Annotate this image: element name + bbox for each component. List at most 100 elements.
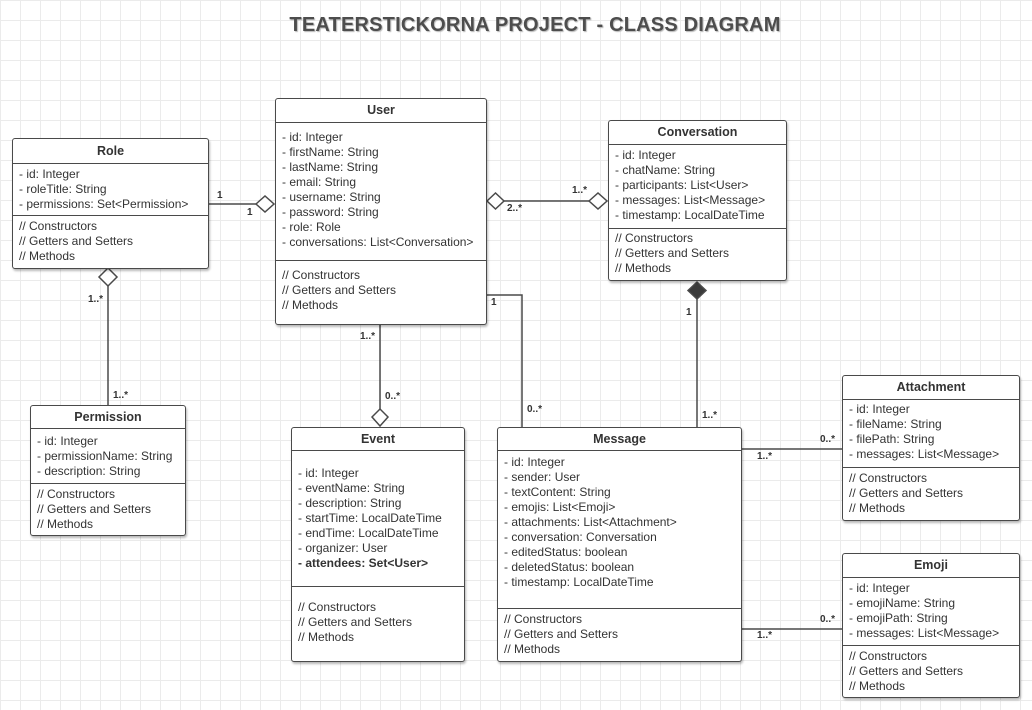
role-attributes: - id: Integer - roleTitle: String - perm… <box>13 164 208 216</box>
permission-class-name: Permission <box>31 406 185 429</box>
user-conversation-left-diamond <box>485 191 506 211</box>
event-attribute: - description: String <box>298 496 402 510</box>
mult-message-attachment-message-end: 1..* <box>757 451 772 462</box>
role-attribute: - permissions: Set<Permission> <box>19 197 189 211</box>
message-operation: // Constructors <box>504 612 583 626</box>
message-attribute: - deletedStatus: boolean <box>504 560 635 574</box>
emoji-operations: // Constructors // Getters and Setters /… <box>843 646 1019 698</box>
conversation-operation: // Getters and Setters <box>615 246 730 260</box>
emoji-attributes: - id: Integer - emojiName: String - emoj… <box>843 578 1019 646</box>
role-class-name: Role <box>13 139 208 164</box>
role-operations: // Constructors // Getters and Setters /… <box>13 216 208 268</box>
conversation-attribute: - participants: List<User> <box>615 178 749 192</box>
mult-message-conversation-conv-end: 1 <box>686 307 692 318</box>
role-class: Role - id: Integer - roleTitle: String -… <box>12 138 209 269</box>
mult-role-user-user-end: 1 <box>247 207 253 218</box>
message-attribute: - textContent: String <box>504 485 611 499</box>
conversation-operations: // Constructors // Getters and Setters /… <box>609 229 786 280</box>
attachment-operation: // Constructors <box>849 471 928 485</box>
permission-attributes: - id: Integer - permissionName: String -… <box>31 429 185 484</box>
message-attribute: - editedStatus: boolean <box>504 545 628 559</box>
conversation-operation: // Constructors <box>615 231 694 245</box>
permission-operation: // Constructors <box>37 487 116 501</box>
emoji-operation: // Constructors <box>849 649 928 663</box>
attachment-class-name: Attachment <box>843 376 1019 400</box>
user-attribute: - email: String <box>282 175 357 189</box>
attachment-attribute: - filePath: String <box>849 432 935 446</box>
event-attribute: - eventName: String <box>298 481 405 495</box>
emoji-attribute: - emojiName: String <box>849 596 956 610</box>
event-attribute: - endTime: LocalDateTime <box>298 526 439 540</box>
attachment-attribute: - fileName: String <box>849 417 942 431</box>
event-attribute: - id: Integer <box>298 466 359 480</box>
message-attribute: - timestamp: LocalDateTime <box>504 575 654 589</box>
attachment-operation: // Methods <box>849 501 906 515</box>
emoji-attribute: - emojiPath: String <box>849 611 948 625</box>
role-operation: // Getters and Setters <box>19 234 134 248</box>
role-operation: // Constructors <box>19 219 98 233</box>
mult-user-message-user-end: 1 <box>491 297 497 308</box>
message-attribute: - emojis: List<Emoji> <box>504 500 616 514</box>
message-class: Message - id: Integer - sender: User - t… <box>497 427 742 662</box>
emoji-class: Emoji - id: Integer - emojiName: String … <box>842 553 1020 698</box>
user-class: User - id: Integer - firstName: String -… <box>275 98 487 325</box>
mult-permission-role-bottom: 1..* <box>113 390 128 401</box>
conversation-composition-diamond <box>686 280 708 301</box>
event-operation: // Getters and Setters <box>298 615 413 629</box>
message-attribute: - id: Integer <box>504 455 565 469</box>
mult-user-event-user-end: 1..* <box>360 331 375 342</box>
event-attribute: - startTime: LocalDateTime <box>298 511 442 525</box>
conversation-attribute: - id: Integer <box>615 148 676 162</box>
conversation-attributes: - id: Integer - chatName: String - parti… <box>609 145 786 229</box>
mult-user-conversation-user-end: 2..* <box>507 203 522 214</box>
emoji-operation: // Getters and Setters <box>849 664 964 678</box>
conversation-operation: // Methods <box>615 261 672 275</box>
attachment-attributes: - id: Integer - fileName: String - fileP… <box>843 400 1019 468</box>
message-attribute: - attachments: List<Attachment> <box>504 515 677 529</box>
role-operation: // Methods <box>19 249 76 263</box>
permission-class: Permission - id: Integer - permissionNam… <box>30 405 186 536</box>
user-attribute: - password: String <box>282 205 379 219</box>
permission-operation: // Getters and Setters <box>37 502 152 516</box>
permission-operations: // Constructors // Getters and Setters /… <box>31 484 185 536</box>
user-attribute: - lastName: String <box>282 160 379 174</box>
user-attribute: - firstName: String <box>282 145 379 159</box>
conversation-class-name: Conversation <box>609 121 786 145</box>
event-attribute: - organizer: User <box>298 541 388 555</box>
user-attribute: - username: String <box>282 190 381 204</box>
event-attributes: - id: Integer - eventName: String - desc… <box>292 451 464 587</box>
event-operation: // Methods <box>298 630 355 644</box>
user-conversation-right-diamond <box>587 191 609 211</box>
event-operations: // Constructors // Getters and Setters /… <box>292 587 464 649</box>
message-attribute: - conversation: Conversation <box>504 530 657 544</box>
emoji-attribute: - id: Integer <box>849 581 910 595</box>
mult-message-conversation-message-end: 1..* <box>702 410 717 421</box>
conversation-attribute: - timestamp: LocalDateTime <box>615 208 765 222</box>
user-attribute: - id: Integer <box>282 130 343 144</box>
role-attribute: - id: Integer <box>19 167 80 181</box>
message-attribute: - sender: User <box>504 470 581 484</box>
user-attributes: - id: Integer - firstName: String - last… <box>276 123 486 261</box>
user-class-name: User <box>276 99 486 123</box>
mult-permission-role-top: 1..* <box>88 294 103 305</box>
event-class-name: Event <box>292 428 464 451</box>
emoji-operation: // Methods <box>849 679 906 693</box>
role-user-aggregation-diamond <box>254 194 276 214</box>
event-aggregation-diamond <box>370 407 390 428</box>
conversation-attribute: - messages: List<Message> <box>615 193 766 207</box>
conversation-class: Conversation - id: Integer - chatName: S… <box>608 120 787 281</box>
message-operation: // Getters and Setters <box>504 627 619 641</box>
event-class: Event - id: Integer - eventName: String … <box>291 427 465 662</box>
message-attributes: - id: Integer - sender: User - textConte… <box>498 451 741 609</box>
attachment-operations: // Constructors // Getters and Setters /… <box>843 468 1019 520</box>
permission-attribute: - permissionName: String <box>37 449 173 463</box>
message-class-name: Message <box>498 428 741 451</box>
event-operation: // Constructors <box>298 600 377 614</box>
user-message-line <box>487 294 523 428</box>
emoji-class-name: Emoji <box>843 554 1019 578</box>
mult-user-message-message-end: 0..* <box>527 404 542 415</box>
mult-message-emoji-emoji-end: 0..* <box>820 614 835 625</box>
permission-attribute: - description: String <box>37 464 141 478</box>
event-attribute: - attendees: Set<User> <box>298 556 429 570</box>
